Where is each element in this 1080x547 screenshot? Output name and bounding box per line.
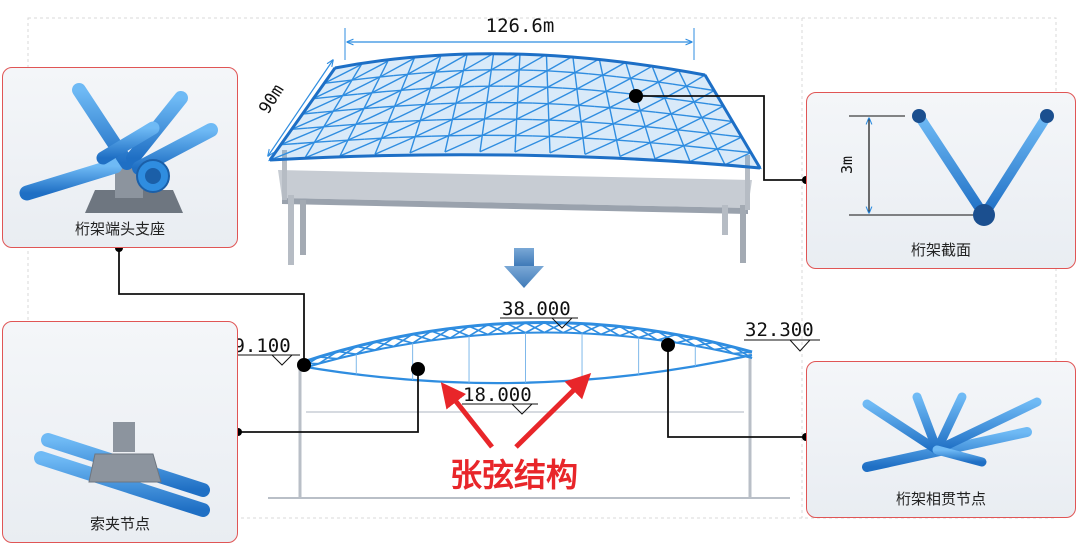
cable-clamp-caption: 索夹节点 [3, 513, 237, 534]
panel-truss-section: 3m 桁架截面 [806, 92, 1076, 269]
truss-section-caption: 桁架截面 [807, 239, 1075, 260]
structure-title: 张弦结构 [450, 456, 578, 494]
cable-clamp-illustration [3, 322, 238, 543]
intersect-node-caption: 桁架相贯节点 [807, 488, 1075, 509]
down-arrow [504, 248, 544, 288]
roof-3d-model [270, 53, 760, 265]
panel-end-support: 桁架端头支座 [2, 67, 238, 248]
elev-top-label: 38.000 [502, 298, 571, 320]
elev-right-label: 32.300 [745, 319, 814, 341]
panel-cable-clamp: 索夹节点 [2, 321, 238, 543]
panel-intersect-node: 桁架相贯节点 [806, 361, 1076, 518]
length-label: 126.6m [486, 15, 555, 37]
elev-bottom-label: 18.000 [463, 384, 532, 406]
elevation-bottom: 18.000 [462, 384, 538, 414]
end-support-caption: 桁架端头支座 [3, 218, 237, 239]
section-height-label: 3m [838, 156, 856, 174]
width-label: 90m [255, 81, 288, 118]
elevation-right: 32.300 [744, 319, 820, 351]
